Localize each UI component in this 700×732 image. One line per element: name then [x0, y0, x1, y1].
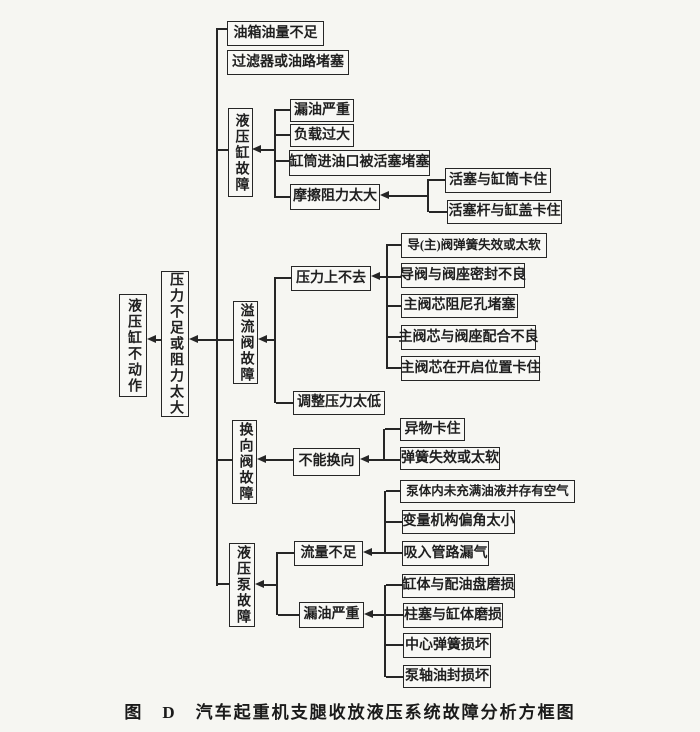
connector-line — [156, 339, 161, 341]
connector-line — [384, 585, 386, 677]
node-overload: 负载过大 — [290, 124, 354, 147]
connector-line — [386, 244, 388, 369]
connector-line — [266, 459, 293, 461]
connector-trunk — [216, 28, 218, 586]
arrow-left-icon — [364, 610, 373, 618]
node-pump-air-in-body: 泵体内未充满油液并存有空气 — [400, 480, 575, 503]
arrow-left-icon — [371, 272, 380, 280]
arrow-left-icon — [380, 191, 389, 199]
node-cannot-shift: 不能换向 — [293, 448, 360, 476]
connector-line — [218, 459, 232, 461]
node-center-spring-broken: 中心弹簧损坏 — [403, 633, 491, 658]
node-oil-leak-severe: 漏油严重 — [290, 99, 354, 122]
connector-line — [383, 429, 385, 460]
arrow-left-icon — [147, 335, 156, 343]
node-main-spool-seat-fit-poor: 主阀芯与阀座配合不良 — [399, 325, 539, 350]
connector-line — [218, 149, 228, 151]
arrow-left-icon — [363, 548, 372, 556]
connector-line — [429, 211, 447, 213]
connector-line — [276, 196, 290, 198]
node-spring-fail-or-soft: 弹簧失效或太软 — [400, 447, 500, 470]
node-pump-oil-leak-severe: 漏油严重 — [299, 602, 364, 628]
connector-line — [389, 195, 427, 197]
connector-line — [278, 552, 294, 554]
arrow-left-icon — [258, 335, 267, 343]
connector-line — [388, 305, 401, 307]
connector-line — [388, 244, 401, 246]
node-suction-line-air-leak: 吸入管路漏气 — [402, 541, 489, 566]
node-inlet-port-blocked: 缸筒进油口被活塞堵塞 — [289, 150, 430, 176]
connector-line — [427, 179, 429, 212]
connector-line — [276, 277, 291, 279]
node-main-spool-stuck-open: 主阀芯在开启位置卡住 — [401, 356, 541, 381]
node-foreign-object-stuck: 异物卡住 — [400, 418, 465, 441]
connector-line — [386, 490, 400, 492]
connector-line — [216, 583, 229, 585]
arrow-left-icon — [360, 455, 369, 463]
node-pressure-insufficient-or-resistance: 压力不足或阻力太大 — [161, 271, 189, 417]
node-friction-too-high: 摩擦阻力太大 — [290, 184, 380, 210]
connector-line — [386, 644, 403, 646]
connector-line — [429, 179, 445, 181]
node-directional-valve-fault: 换向阀故障 — [232, 420, 257, 504]
connector-line — [276, 134, 290, 136]
connector-line — [380, 276, 401, 278]
connector-line — [276, 160, 289, 162]
connector-line — [274, 277, 276, 403]
connector-line — [386, 676, 403, 678]
connector-line — [274, 109, 276, 198]
node-pump-fault: 液压泵故障 — [229, 543, 255, 627]
connector-line — [278, 614, 299, 616]
node-cylinder-fault: 液压缸故障 — [228, 108, 253, 197]
node-rod-stuck-cover: 活塞杆与缸盖卡住 — [447, 200, 562, 224]
connector-line — [276, 552, 278, 615]
node-flow-insufficient: 流量不足 — [294, 541, 363, 566]
arrow-left-icon — [189, 335, 198, 343]
node-shaft-oil-seal-broken: 泵轴油封损坏 — [403, 665, 491, 688]
connector-line — [261, 149, 274, 151]
connector-line — [373, 614, 403, 616]
connector-line — [276, 109, 290, 111]
connector-line — [386, 521, 402, 523]
connector-line — [388, 367, 401, 369]
connector-line — [386, 584, 402, 586]
node-hydraulic-cylinder-no-action: 液压缸不动作 — [119, 294, 147, 397]
node-piston-stuck-barrel: 活塞与缸筒卡住 — [445, 168, 551, 193]
connector-line — [369, 459, 400, 461]
node-tank-oil-low: 油箱油量不足 — [227, 21, 324, 46]
node-plunger-block-wear: 柱塞与缸体磨损 — [403, 603, 503, 628]
connector-line — [218, 28, 227, 30]
node-relief-valve-fault: 溢流阀故障 — [233, 301, 258, 384]
node-variable-mech-angle-small: 变量机构偏角太小 — [402, 510, 515, 534]
node-pressure-wont-rise: 压力上不去 — [291, 266, 371, 291]
connector-line — [388, 336, 401, 338]
node-block-port-plate-wear: 缸体与配油盘磨损 — [402, 574, 515, 598]
figure-caption: 图 D 汽车起重机支腿收放液压系统故障分析方框图 — [124, 703, 576, 722]
node-adjusted-pressure-low: 调整压力太低 — [293, 391, 385, 415]
connector-line — [267, 339, 274, 341]
connector-line — [264, 584, 276, 586]
node-pilot-seat-seal-poor: 导阀与阀座密封不良 — [400, 263, 526, 288]
arrow-left-icon — [255, 580, 264, 588]
connector-line — [198, 339, 233, 341]
connector-line — [276, 402, 293, 404]
connector-line — [372, 552, 402, 554]
arrow-left-icon — [257, 455, 266, 463]
node-filter-or-line-clogged: 过滤器或油路堵塞 — [227, 50, 349, 75]
connector-line — [384, 491, 386, 553]
node-pilot-spring-fail: 导(主)阀弹簧失效或太软 — [401, 233, 547, 258]
node-main-spool-damp-hole-clog: 主阀芯阻尼孔堵塞 — [401, 294, 518, 318]
connector-line — [385, 428, 400, 430]
arrow-left-icon — [252, 145, 261, 153]
